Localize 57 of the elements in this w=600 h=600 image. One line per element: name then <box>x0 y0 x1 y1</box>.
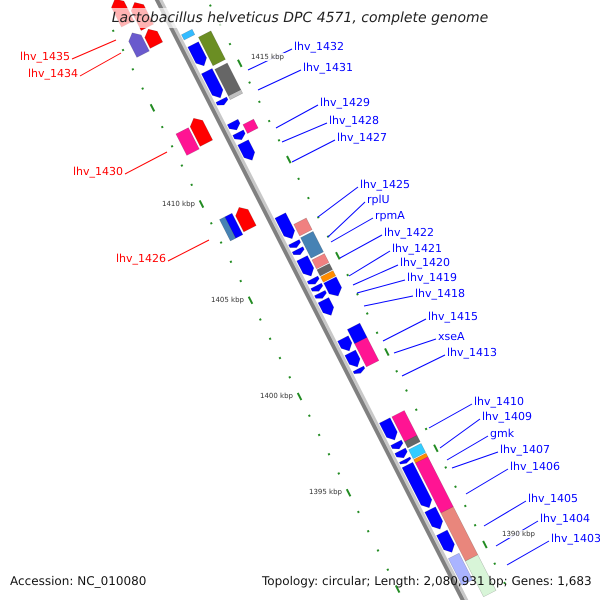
leader-line <box>382 318 426 342</box>
leader-line <box>282 122 328 142</box>
gene-label: lhv_1407 <box>500 443 550 457</box>
gene-label: lhv_1435 <box>20 50 70 64</box>
gene-label: lhv_1422 <box>384 226 434 240</box>
gene-label: lhv_1429 <box>320 96 370 110</box>
leader-line <box>428 404 472 428</box>
leader-line <box>80 52 122 76</box>
gene-label: lhv_1419 <box>407 271 458 285</box>
leader-line <box>466 468 508 494</box>
leader-line <box>506 540 550 566</box>
gene-label: lhv_1418 <box>415 287 466 301</box>
gene-label: lhv_1413 <box>447 346 498 360</box>
leader-line <box>484 500 526 526</box>
leader-line <box>394 338 436 354</box>
title: Lactobacillus helveticus DPC 4571, complete genome <box>110 8 490 28</box>
gene-label: lhv_1428 <box>329 114 380 128</box>
leader-line <box>72 40 116 60</box>
leader-line <box>402 354 446 376</box>
leader-line <box>258 70 302 90</box>
gene-label: xseA <box>438 330 465 344</box>
leader-line <box>440 418 480 448</box>
genome-info: Accession: NC_010080 <box>10 573 146 589</box>
leader-line <box>292 140 336 162</box>
gene-label: lhv_1403 <box>551 532 600 546</box>
gene-label: lhv_1420 <box>400 256 450 270</box>
leader-line <box>452 452 498 468</box>
leader-line <box>348 250 390 276</box>
gene-label: lhv_1426 <box>116 252 166 266</box>
leader-line <box>446 436 488 460</box>
leader-line <box>124 152 168 174</box>
genome-info: Topology: circular; Length: 2,080,931 bp; Genes: 1,683 <box>262 573 592 589</box>
gene-label: lhv_1432 <box>294 40 344 54</box>
leader-line <box>364 296 414 306</box>
gene-label: lhv_1425 <box>360 178 410 192</box>
gene-label: lhv_1434 <box>28 67 78 81</box>
leader-line <box>276 104 318 128</box>
gene-label: lhv_1404 <box>540 512 590 526</box>
leader-line <box>168 240 210 262</box>
gene-label: rplU <box>367 193 390 207</box>
gene-label: gmk <box>490 427 514 441</box>
gene-label: lhv_1415 <box>428 310 478 324</box>
gene-label: lhv_1421 <box>392 242 442 256</box>
leader-line <box>330 218 374 242</box>
gene-label: lhv_1430 <box>72 165 123 179</box>
leader-line <box>318 186 358 218</box>
leader-line <box>356 280 406 294</box>
leader-line <box>328 202 366 238</box>
gene-label: lhv_1427 <box>337 131 388 145</box>
gene-label: lhv_1431 <box>303 61 354 75</box>
gene-label: rpmA <box>375 209 405 223</box>
gene-label: lhv_1410 <box>474 395 524 409</box>
leader-line <box>352 264 398 286</box>
leader-line <box>340 234 382 258</box>
gene-label: lhv_1409 <box>482 410 532 424</box>
gene-label: lhv_1406 <box>510 460 560 474</box>
gene-label: lhv_1405 <box>528 492 578 506</box>
